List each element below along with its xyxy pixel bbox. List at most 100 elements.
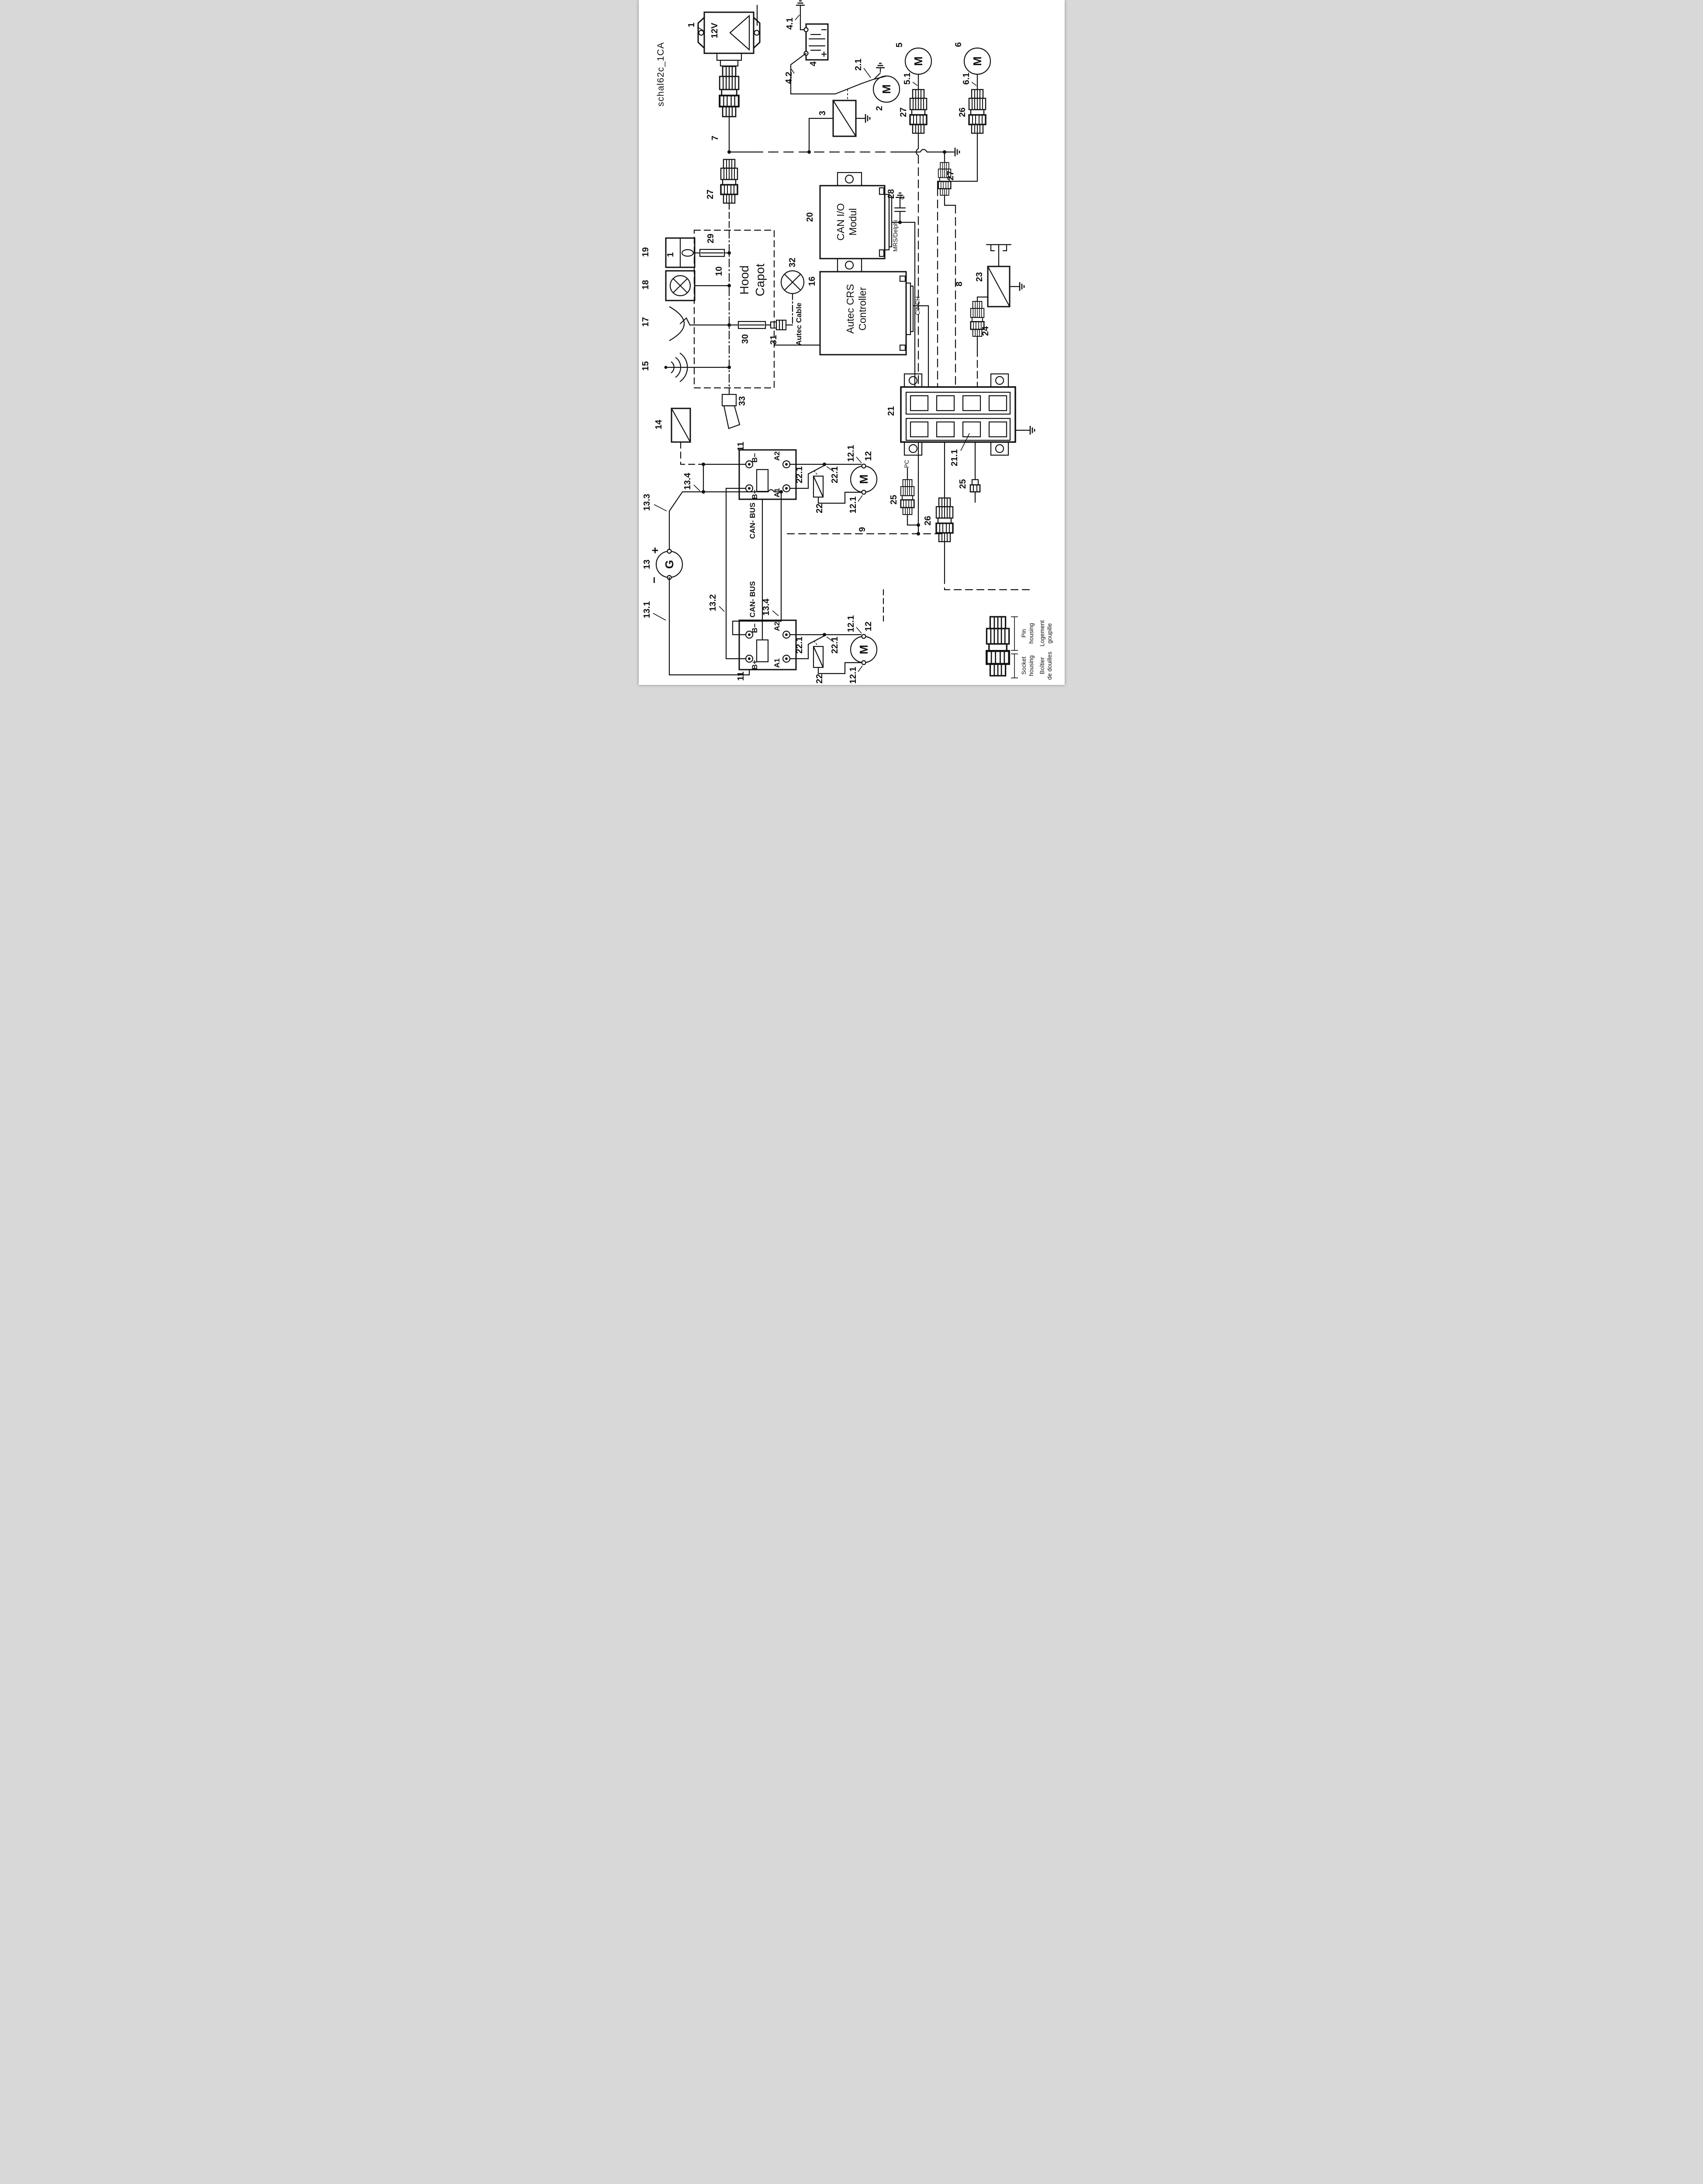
ref-12-1-bottom: 12.1 [848,497,858,514]
ref-22-lower: 22 [815,674,824,684]
motor-letter: M [857,645,870,654]
gen-plus: + [648,547,661,553]
ref-12-upper: 12 [864,451,873,461]
ref-15: 15 [641,361,651,371]
legend-boitier-1: Boîtier [1039,657,1045,674]
hood-label-fr: Capot [753,263,767,296]
sheet-code: schal62c_1CA [656,42,666,106]
ref-21-1: 21.1 [950,449,959,467]
can-io-module: CAN I/O Modul MRS/Delphi [819,172,915,388]
schematic-canvas: schal62c_1CA 12V 1 4.1 4 4.2 3 M 2.1 2 M… [641,0,1053,684]
relay-22-motor-12-lower: M [789,589,884,674]
terminal-a1: A1 [773,658,781,668]
ref-5: 5 [895,42,904,47]
relay-3 [808,83,870,151]
ref-4-2: 4.2 [784,72,794,84]
motor-6: M [937,47,991,388]
supply-bus [727,147,960,157]
flasher-voltage-label: 12V [710,23,720,38]
switch-19: 1 [665,237,731,268]
ref-3: 3 [818,111,827,115]
ref-14: 14 [654,419,664,429]
ref-10: 10 [714,266,724,276]
generator-letter: G [663,560,676,569]
ref-12-1-top-b: 12.1 [846,615,856,632]
ref-11-upper: 11 [736,442,746,451]
ref-22-1-d: 22.1 [830,637,840,654]
ref-22-1-b: 22.1 [830,467,840,484]
ref-27-right: 27 [946,171,955,180]
horn-23-connector-24 [969,244,1025,388]
ref-18: 18 [641,280,651,290]
controller-text-1: Autec CRS [845,284,856,334]
ref-30: 30 [741,334,750,344]
module-subtext: MRS/Delphi [892,220,899,252]
gen-minus: − [647,577,661,583]
connector-27-right [937,151,956,388]
ref-32: 32 [788,258,797,267]
ref-13-1: 13.1 [642,601,652,619]
ref-7: 7 [710,135,720,140]
legend-socket-2: housing [1028,655,1035,676]
terminal-bplus: B+ [751,490,759,499]
ref-12-lower: 12 [864,622,873,631]
antenna-15 [664,352,731,382]
capacitor-c-label: C [899,195,906,200]
ref-22-1-a: 22.1 [795,467,804,484]
legend-pin-1: Pin [1021,629,1027,638]
can-bus-lower: CAN- BUS [748,581,757,617]
can-bus-upper: CAN- BUS [748,502,757,539]
hood-label-en: Hood [737,266,751,295]
node-box-11-upper: B− A2 B+ A1 [703,449,796,660]
ref-26-motor6: 26 [958,107,967,117]
ref-8: 8 [955,281,964,286]
connector-legend: Pin housing Socket housing Logement goup… [986,617,1053,680]
ref-17: 17 [641,317,651,327]
ref-33: 33 [737,396,747,406]
lamp-18 [665,270,731,301]
connector-block-21 [900,373,1035,535]
ref-25-pc: 25 [889,495,899,505]
connector-27-left [720,159,738,231]
legend-boitier-2: de douilles [1046,651,1053,680]
fuse-30-connector-31 [728,319,793,331]
module-text-1: CAN I/O [835,203,846,241]
relay-22-motor-12-upper: M [789,463,877,504]
ref-21: 21 [886,406,896,416]
ref-25-small: 25 [958,479,968,489]
autec-cable-label: Autec Cable [795,303,803,346]
ref-13-4-upper: 13.4 [683,473,692,490]
autec-controller: Autec CRS Controller CINCH [773,271,929,388]
terminal-bminus: B− [751,623,759,633]
ref-28: 28 [886,189,896,199]
ref-27-motor5: 27 [899,107,908,117]
ref-27-left: 27 [706,190,715,199]
ref-24: 24 [981,326,990,336]
ref-6: 6 [954,42,963,47]
ref-13: 13 [642,560,652,569]
battery-4 [795,0,828,61]
ref-29: 29 [706,234,716,243]
terminal-bplus: B+ [751,660,759,670]
ref-16: 16 [807,276,817,286]
wiring-diagram-sheet: schal62c_1CA 12V 1 4.1 4 4.2 3 M 2.1 2 M… [638,0,1065,685]
motor-letter: M [857,474,870,484]
ref-4-1: 4.1 [785,17,795,30]
ref-5-1: 5.1 [903,73,912,85]
module-text-2: Modul [847,208,858,236]
legend-socket-1: Socket [1021,657,1027,675]
ref-13-2: 13.2 [708,594,718,612]
motor-2: M [860,62,900,103]
flasher-12v: 12V [697,4,760,151]
ref-9: 9 [858,527,867,532]
horn-switch-17 [668,306,731,341]
connector-26-bottom [935,497,1032,591]
motor-5: M [904,47,932,388]
ref-12-1-bottom-b: 12.1 [848,667,858,684]
ref-1: 1 [687,22,696,27]
motor-letter: M [912,56,925,66]
terminal-bminus: B− [751,453,759,463]
ref-12-1-top: 12.1 [846,445,856,462]
ref-13-4-lower: 13.4 [762,598,771,616]
terminal-a1: A1 [773,488,781,498]
